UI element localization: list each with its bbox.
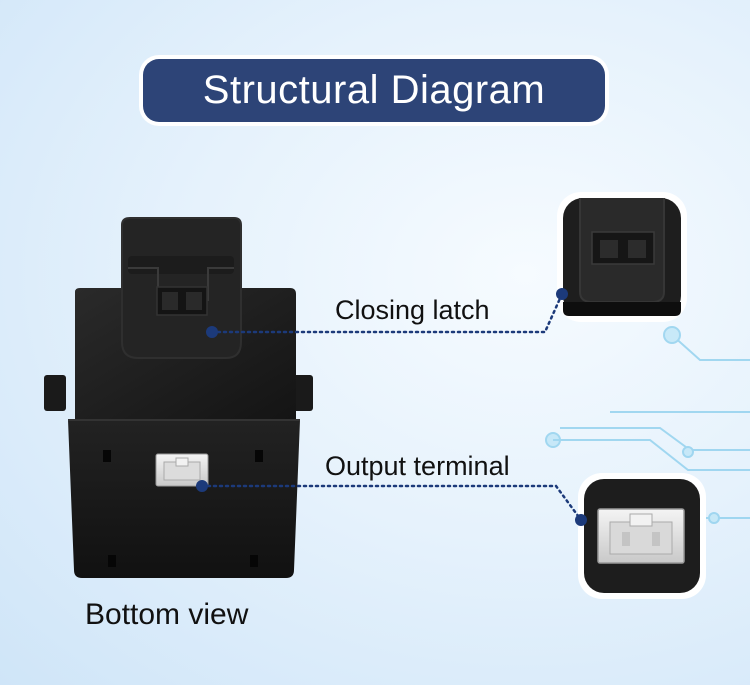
- title-banner: Structural Diagram: [139, 55, 609, 126]
- closing-latch-dot-start: [206, 326, 218, 338]
- output-terminal-leader: [196, 480, 587, 526]
- closing-latch-label: Closing latch: [335, 295, 490, 325]
- output-terminal-dot-start: [196, 480, 208, 492]
- left-mount-tab: [44, 375, 66, 411]
- output-terminal-dot-end: [575, 514, 587, 526]
- closing-latch-leader: [206, 288, 568, 338]
- circuit-lines-decoration: [545, 326, 750, 524]
- current-transformer-device: [44, 217, 313, 578]
- page-title: Structural Diagram: [143, 59, 605, 122]
- closing-latch-dot-end: [556, 288, 568, 300]
- closing-latch-closeup: [557, 192, 687, 322]
- bottom-view-caption: Bottom view: [85, 598, 249, 631]
- output-terminal-closeup: [578, 473, 706, 599]
- output-terminal-label: Output terminal: [325, 451, 510, 481]
- right-mount-tab: [291, 375, 313, 411]
